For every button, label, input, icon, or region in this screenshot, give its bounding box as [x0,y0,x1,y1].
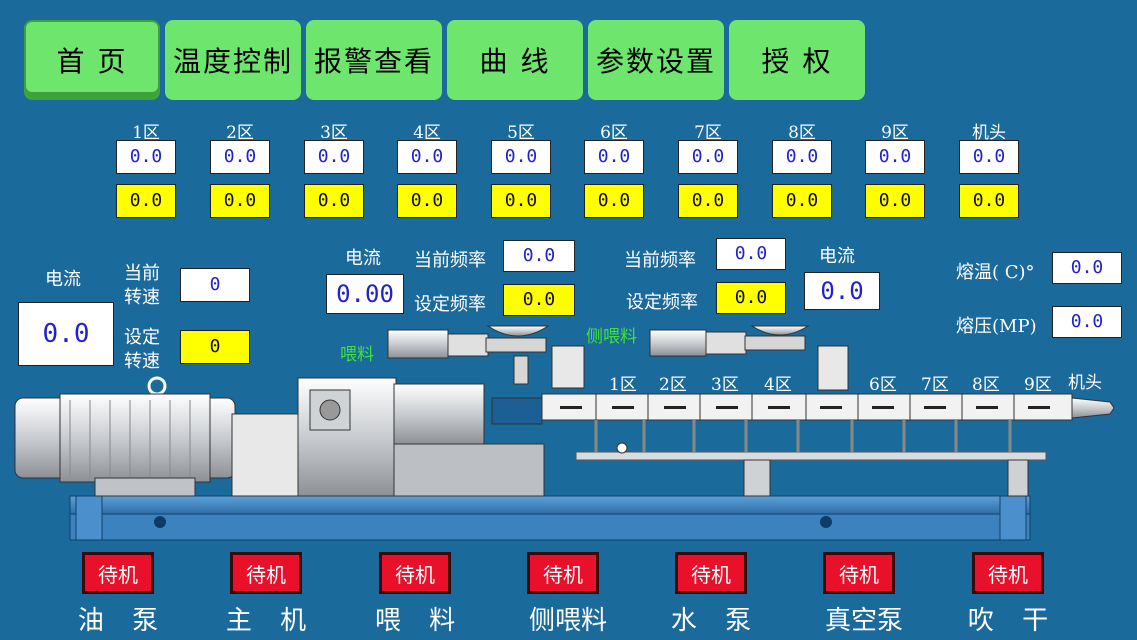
device-name-water-pump: 水 泵 [670,606,762,636]
zone-label: 4区 [413,123,441,143]
zone-actual-temp: 0.0 [959,140,1019,174]
barrel-zone-label: 3区 [711,375,739,395]
zone-label: 7区 [694,123,722,143]
zone-label: 机头 [972,123,1006,143]
nav-temperature-control[interactable]: 温度控制 [165,20,301,100]
set-speed-value[interactable]: 0 [180,330,250,364]
main-machine-status-button[interactable]: 待机 [230,552,302,594]
device-name-side-feeder: 侧喂料 [528,606,607,636]
nav-authorization[interactable]: 授 权 [729,20,865,100]
main-current-value: 0.0 [18,302,114,366]
water-pump-status-button[interactable]: 待机 [675,552,747,594]
barrel-zone-label: 4区 [764,375,792,395]
device-name-blow-dry: 吹 干 [967,606,1059,636]
zone-actual-temp: 0.0 [116,140,176,174]
side-feeder-set-freq-label: 设定频率 [626,292,698,313]
feeder-current-value: 0.00 [326,274,404,314]
zone-actual-temp: 0.0 [865,140,925,174]
zone-label: 1区 [132,123,160,143]
barrel-zone-label: 2区 [659,375,687,395]
zone-set-temp[interactable]: 0.0 [584,184,644,218]
nav-parameter-settings[interactable]: 参数设置 [588,20,724,100]
current-speed-label: 当前 转速 [124,263,160,308]
current-speed-value: 0 [180,268,250,302]
melt-pressure-value: 0.0 [1052,306,1122,338]
zone-label: 6区 [600,123,628,143]
melt-pressure-label: 熔压(MP) [956,316,1037,337]
zone-set-temp[interactable]: 0.0 [116,184,176,218]
main-current-label: 电流 [45,269,81,290]
zone-actual-temp: 0.0 [772,140,832,174]
barrel-zone-label: 7区 [921,375,949,395]
feeder-current-label: 电流 [345,248,381,269]
zone-set-temp[interactable]: 0.0 [865,184,925,218]
side-feeder-status-button[interactable]: 待机 [527,552,599,594]
feeder-current-freq-value: 0.0 [503,240,575,272]
side-feeder-set-freq-value[interactable]: 0.0 [716,282,786,314]
barrel-zone-label: 机头 [1068,373,1102,393]
zone-actual-temp: 0.0 [304,140,364,174]
barrel-zone-label: 8区 [972,375,1000,395]
set-speed-label: 设定 转速 [124,327,160,372]
side-feeder-label: 侧喂料 [586,327,637,347]
zone-label: 9区 [881,123,909,143]
device-name-main-machine: 主 机 [225,606,317,636]
device-name-vacuum-pump: 真空泵 [824,606,903,636]
feeder-status-button[interactable]: 待机 [379,552,451,594]
zone-set-temp[interactable]: 0.0 [678,184,738,218]
melt-temp-value: 0.0 [1052,252,1122,284]
zone-label: 8区 [788,123,816,143]
zone-actual-temp: 0.0 [678,140,738,174]
melt-temp-label: 熔温( C)° [956,262,1035,283]
feeder-set-freq-label: 设定频率 [414,294,486,315]
feeder-current-freq-label: 当前频率 [414,250,486,271]
zone-label: 5区 [507,123,535,143]
zone-actual-temp: 0.0 [584,140,644,174]
nav-curve[interactable]: 曲 线 [447,20,583,100]
zone-actual-temp: 0.0 [210,140,270,174]
device-name-feeder: 喂 料 [374,606,466,636]
blow-dry-status-button[interactable]: 待机 [972,552,1044,594]
side-feeder-current-freq-value: 0.0 [716,238,786,270]
zone-set-temp[interactable]: 0.0 [304,184,364,218]
feeder-label: 喂料 [340,345,374,365]
zone-actual-temp: 0.0 [397,140,457,174]
nav-home[interactable]: 首 页 [24,20,160,100]
barrel-zone-label: 9区 [1024,375,1052,395]
zone-label: 2区 [226,123,254,143]
oil-pump-status-button[interactable]: 待机 [82,552,154,594]
barrel-zone-label: 6区 [869,375,897,395]
device-name-oil-pump: 油 泵 [77,606,169,636]
zone-set-temp[interactable]: 0.0 [959,184,1019,218]
zone-label: 3区 [320,123,348,143]
zone-set-temp[interactable]: 0.0 [491,184,551,218]
barrel-zone-label: 1区 [609,375,637,395]
vacuum-pump-status-button[interactable]: 待机 [823,552,895,594]
zone-set-temp[interactable]: 0.0 [210,184,270,218]
side-feeder-current-freq-label: 当前频率 [624,250,696,271]
zone-set-temp[interactable]: 0.0 [397,184,457,218]
side-feeder-current-label: 电流 [819,246,855,267]
feeder-set-freq-value[interactable]: 0.0 [503,284,575,316]
zone-set-temp[interactable]: 0.0 [772,184,832,218]
nav-alarm-view[interactable]: 报警查看 [306,20,442,100]
side-feeder-current-value: 0.0 [804,272,880,310]
zone-actual-temp: 0.0 [491,140,551,174]
